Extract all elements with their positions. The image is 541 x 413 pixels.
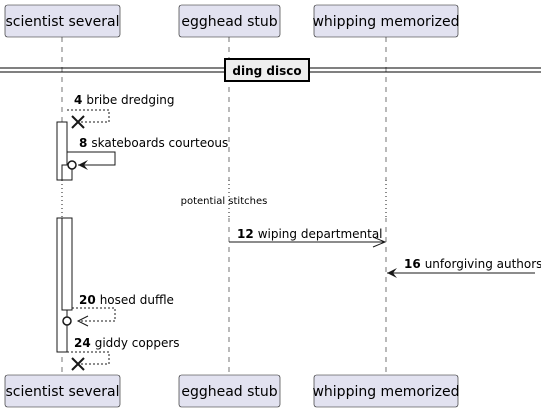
message-12[interactable]: 12 wiping departmental bbox=[229, 227, 387, 248]
participant-label: egghead stub bbox=[181, 14, 277, 30]
message-12-text: 12 wiping departmental bbox=[237, 227, 383, 241]
delay-gap bbox=[0, 180, 541, 218]
open-arrowhead-icon bbox=[372, 236, 387, 248]
message-24-arrow bbox=[67, 351, 110, 365]
message-8[interactable]: 8 skateboards courteous bbox=[67, 136, 228, 170]
message-4[interactable]: 4 bribe dredging bbox=[67, 93, 175, 129]
message-16-label: unforgiving authors bbox=[425, 257, 541, 271]
arrowhead-icon bbox=[78, 160, 88, 170]
participant-box bbox=[4, 4, 121, 38]
message-12-number: 12 bbox=[237, 227, 254, 241]
participant-box bbox=[313, 4, 459, 38]
destroy-icon-stroke bbox=[71, 115, 85, 129]
message-24-number: 24 bbox=[74, 336, 91, 350]
message-24-label: giddy coppers bbox=[95, 336, 180, 350]
message-12-label: wiping departmental bbox=[258, 227, 383, 241]
message-16-text: 16 unforgiving authors bbox=[404, 257, 541, 271]
message-4-label: bribe dredging bbox=[86, 93, 174, 107]
participant-box bbox=[313, 374, 459, 408]
message-8-number: 8 bbox=[79, 136, 87, 150]
participant-scientist-several-bottom[interactable]: scientist several bbox=[4, 374, 121, 408]
participant-scientist-several-top[interactable]: scientist several bbox=[4, 4, 121, 38]
message-8-arrow bbox=[67, 151, 116, 166]
activation-bar-inner-top[interactable] bbox=[61, 164, 73, 181]
arrowhead-icon bbox=[387, 268, 397, 278]
divider-label: ding disco bbox=[232, 64, 301, 78]
participant-box bbox=[4, 374, 121, 408]
message-8-label: skateboards courteous bbox=[91, 136, 228, 150]
message-24-text: 24 giddy coppers bbox=[74, 336, 180, 350]
participant-box bbox=[178, 374, 281, 408]
message-16[interactable]: 16 unforgiving authors bbox=[387, 257, 541, 278]
participant-whipping-memorized-bottom[interactable]: whipping memorized bbox=[312, 374, 460, 408]
message-20-number: 20 bbox=[79, 293, 96, 307]
participant-whipping-memorized-top[interactable]: whipping memorized bbox=[312, 4, 460, 38]
participant-label: whipping memorized bbox=[312, 14, 459, 30]
message-4-text: 4 bribe dredging bbox=[74, 93, 175, 107]
open-arrowhead-icon bbox=[76, 315, 89, 327]
participant-label: scientist several bbox=[5, 384, 119, 400]
participant-egghead-stub-bottom[interactable]: egghead stub bbox=[178, 374, 281, 408]
message-20-label: hosed duffle bbox=[100, 293, 174, 307]
participant-label: scientist several bbox=[5, 14, 119, 30]
participant-label: whipping memorized bbox=[312, 384, 459, 400]
message-20[interactable]: 20 hosed duffle bbox=[62, 293, 174, 327]
destroy-icon-stroke bbox=[71, 357, 85, 371]
message-16-number: 16 bbox=[404, 257, 421, 271]
delay-label: potential stitches bbox=[181, 196, 268, 207]
activation-bar-inner-bottom[interactable] bbox=[61, 217, 73, 311]
message-4-arrow bbox=[67, 109, 110, 123]
message-4-number: 4 bbox=[74, 93, 82, 107]
message-20-arrow bbox=[72, 307, 116, 322]
message-8-text: 8 skateboards courteous bbox=[79, 136, 228, 150]
message-24[interactable]: 24 giddy coppers bbox=[67, 336, 180, 371]
participant-box bbox=[178, 4, 281, 38]
participant-egghead-stub-top[interactable]: egghead stub bbox=[178, 4, 281, 38]
lost-message-circle-icon bbox=[67, 160, 77, 170]
lost-message-circle-icon bbox=[62, 316, 72, 326]
divider-box[interactable] bbox=[224, 58, 310, 82]
message-20-text: 20 hosed duffle bbox=[79, 293, 174, 307]
participant-label: egghead stub bbox=[181, 384, 277, 400]
